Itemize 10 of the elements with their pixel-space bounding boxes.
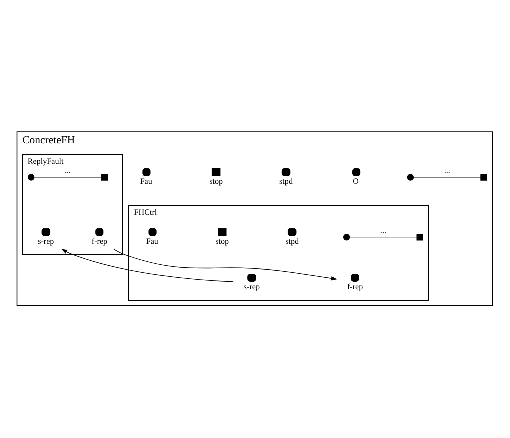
node-box	[101, 174, 108, 181]
connector	[350, 236, 418, 238]
node-circle	[343, 234, 350, 241]
node-circle	[407, 174, 414, 181]
node-box	[416, 234, 424, 241]
node-circle	[28, 174, 35, 181]
arrow	[62, 249, 234, 282]
connector	[414, 177, 482, 178]
connector	[34, 177, 102, 178]
node-box	[480, 174, 488, 181]
